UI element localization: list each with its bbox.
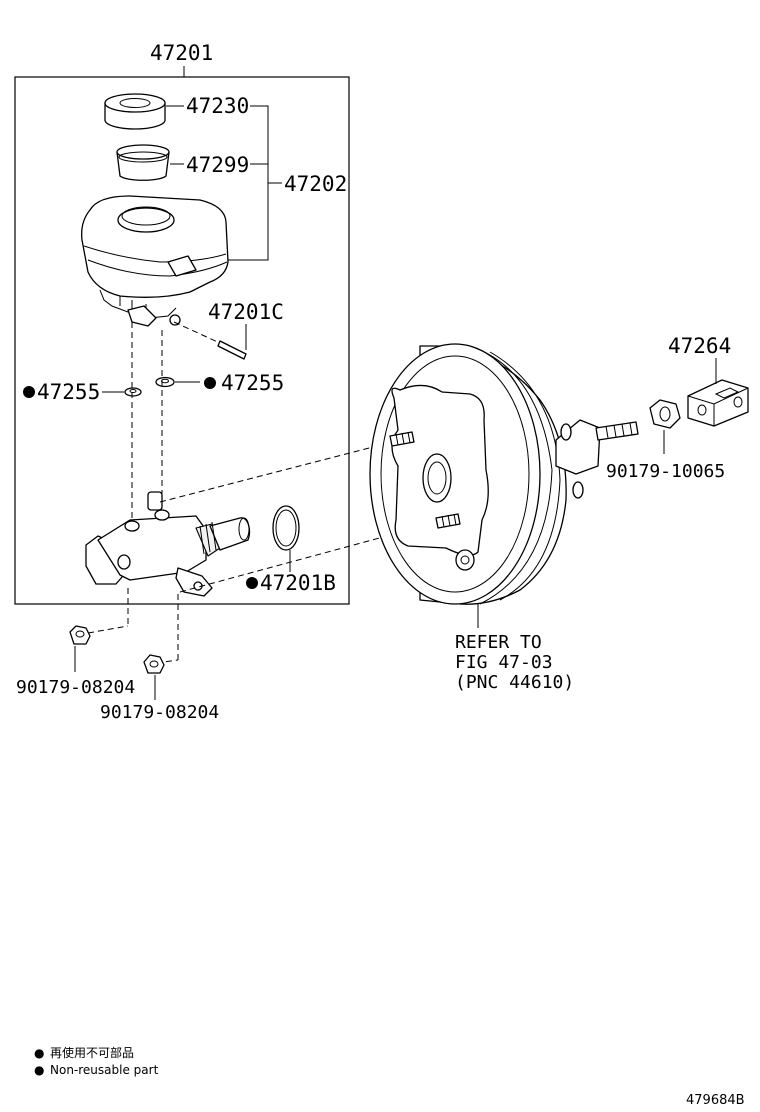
- nut-right-part: [143, 654, 165, 674]
- label-cap: 47230: [186, 94, 249, 118]
- grommet-right-part: [155, 376, 175, 388]
- legend: ● 再使用不可部品 ● Non-reusable part: [34, 1045, 159, 1077]
- label-nut-right: 90179-08204: [100, 702, 219, 723]
- master-cylinder-part: [85, 491, 251, 597]
- label-gasket: 47201B: [260, 571, 336, 595]
- assembly-box: [14, 76, 350, 605]
- reservoir-tank-part: [81, 195, 229, 327]
- legend-text-japanese: 再使用不可部品: [50, 1045, 134, 1060]
- label-strainer: 47299: [186, 153, 249, 177]
- brake-booster-part: [369, 343, 639, 605]
- gasket-part: [272, 505, 300, 551]
- non-reusable-marker-left: [23, 386, 35, 398]
- nut-left-part: [69, 625, 91, 645]
- reservoir-cap-part: [104, 93, 166, 130]
- clevis-nut-part: [649, 399, 681, 429]
- label-clevis: 47264: [668, 334, 731, 358]
- legend-symbol-2: ●: [34, 1063, 44, 1077]
- label-grommet-left: 47255: [37, 380, 100, 404]
- reference-note-line2: FIG 47-03: [455, 652, 553, 673]
- figure-id: 479684B: [686, 1093, 745, 1108]
- label-assembly: 47201: [150, 41, 213, 65]
- strainer-part: [116, 144, 170, 181]
- grommet-left-part: [124, 387, 142, 397]
- legend-symbol-1: ●: [34, 1046, 44, 1060]
- reference-note-line3: (PNC 44610): [455, 672, 574, 693]
- clevis-part: [687, 379, 749, 427]
- non-reusable-marker-right: [204, 377, 216, 389]
- label-grommet-right: 47255: [221, 371, 284, 395]
- legend-text-english: Non-reusable part: [50, 1063, 159, 1077]
- pin-part: [173, 321, 247, 360]
- label-pin: 47201C: [208, 300, 284, 324]
- reference-note-line1: REFER TO: [455, 632, 542, 653]
- non-reusable-marker-gasket: [246, 577, 258, 589]
- label-clevis-nut: 90179-10065: [606, 461, 725, 482]
- label-nut-left: 90179-08204: [16, 677, 135, 698]
- label-reservoir: 47202: [284, 172, 347, 196]
